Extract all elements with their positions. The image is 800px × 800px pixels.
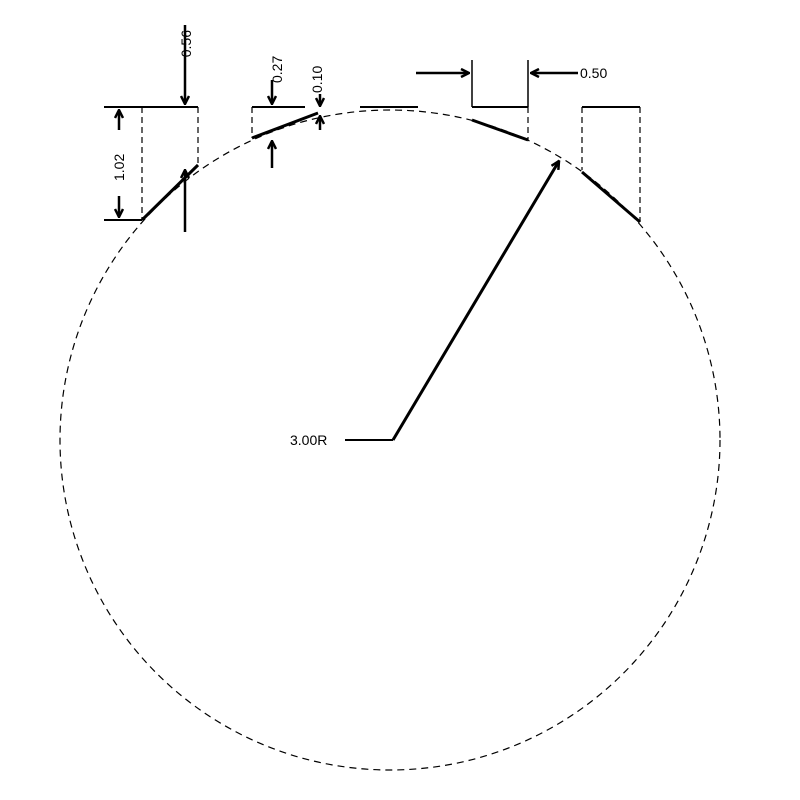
dimension-102 [104, 106, 142, 221]
base-circle [59, 109, 721, 771]
dimension-050 [416, 60, 578, 107]
left-step-feature [140, 106, 200, 222]
second-step-feature [251, 106, 319, 140]
dimension-050-label: 0.50 [580, 65, 607, 81]
dimension-010-label: 0.10 [309, 66, 325, 93]
right-notch-feature [471, 106, 641, 224]
dimension-027-label: 0.27 [269, 56, 285, 83]
radius-label: 3.00R [290, 432, 327, 448]
dimension-102-label: 1.02 [111, 154, 127, 181]
radius-leader [345, 161, 559, 441]
dimension-056-label: 0.56 [178, 30, 194, 57]
